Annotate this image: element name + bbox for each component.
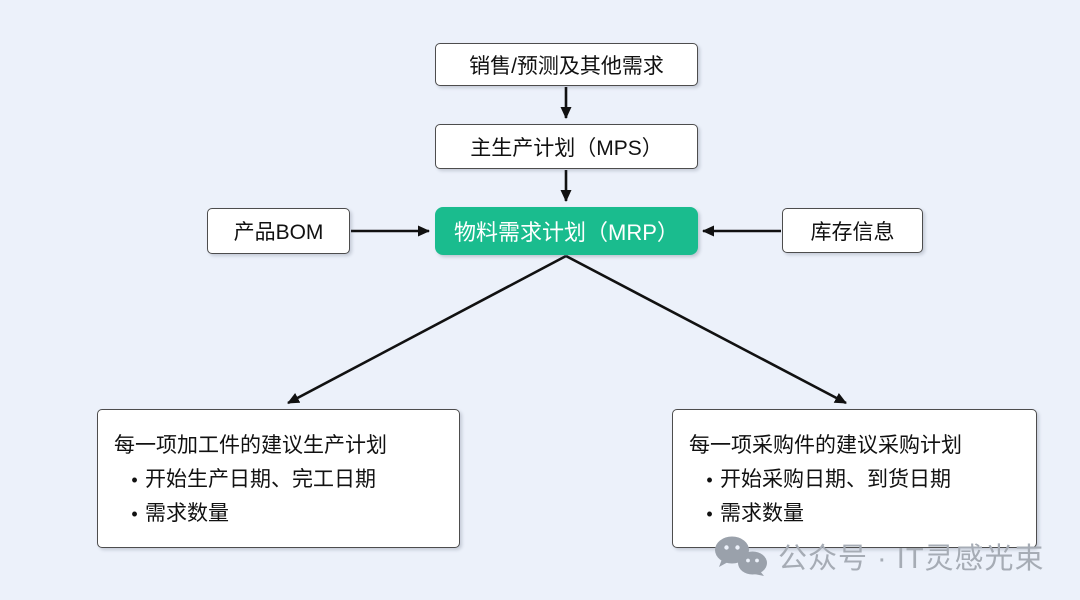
watermark: 公众号 · IT灵感光束	[714, 535, 1045, 577]
production-plan-bullet-1: • 开始生产日期、完工日期	[114, 463, 443, 497]
node-mps-label: 主生产计划（MPS）	[470, 136, 663, 160]
bullet-icon: •	[131, 470, 138, 490]
node-purchase-plan: 每一项采购件的建议采购计划 • 开始采购日期、到货日期 • 需求数量	[672, 409, 1037, 548]
purchase-plan-bullet-1-text: 开始采购日期、到货日期	[720, 468, 951, 491]
arrow-mrp-to-production	[287, 254, 567, 405]
node-sales-label: 销售/预测及其他需求	[469, 54, 664, 78]
node-sales-forecast-demand: 销售/预测及其他需求	[435, 43, 698, 86]
node-bom-label: 产品BOM	[233, 221, 324, 244]
node-inventory-label: 库存信息	[810, 220, 895, 244]
production-plan-bullet-1-text: 开始生产日期、完工日期	[145, 468, 376, 491]
purchase-plan-bullet-1: • 开始采购日期、到货日期	[689, 463, 1020, 497]
arrow-mrp-to-purchase	[565, 254, 847, 405]
bullet-icon: •	[706, 470, 713, 490]
bullet-icon: •	[706, 504, 713, 524]
node-inventory-info: 库存信息	[782, 208, 923, 253]
node-material-requirements-planning: 物料需求计划（MRP）	[435, 207, 698, 255]
wechat-icon	[715, 536, 767, 576]
production-plan-bullet-2: • 需求数量	[114, 497, 443, 531]
watermark-text: 公众号 · IT灵感光束	[778, 543, 1045, 575]
purchase-plan-bullet-2: • 需求数量	[689, 497, 1020, 531]
purchase-plan-bullet-2-text: 需求数量	[720, 502, 804, 525]
node-product-bom: 产品BOM	[207, 208, 350, 254]
node-master-production-schedule: 主生产计划（MPS）	[435, 124, 698, 169]
bullet-icon: •	[131, 504, 138, 524]
node-production-plan: 每一项加工件的建议生产计划 • 开始生产日期、完工日期 • 需求数量	[97, 409, 460, 548]
node-mrp-label: 物料需求计划（MRP）	[454, 220, 679, 245]
production-plan-title: 每一项加工件的建议生产计划	[114, 434, 387, 457]
production-plan-bullet-2-text: 需求数量	[145, 502, 229, 525]
purchase-plan-title: 每一项采购件的建议采购计划	[689, 434, 962, 457]
